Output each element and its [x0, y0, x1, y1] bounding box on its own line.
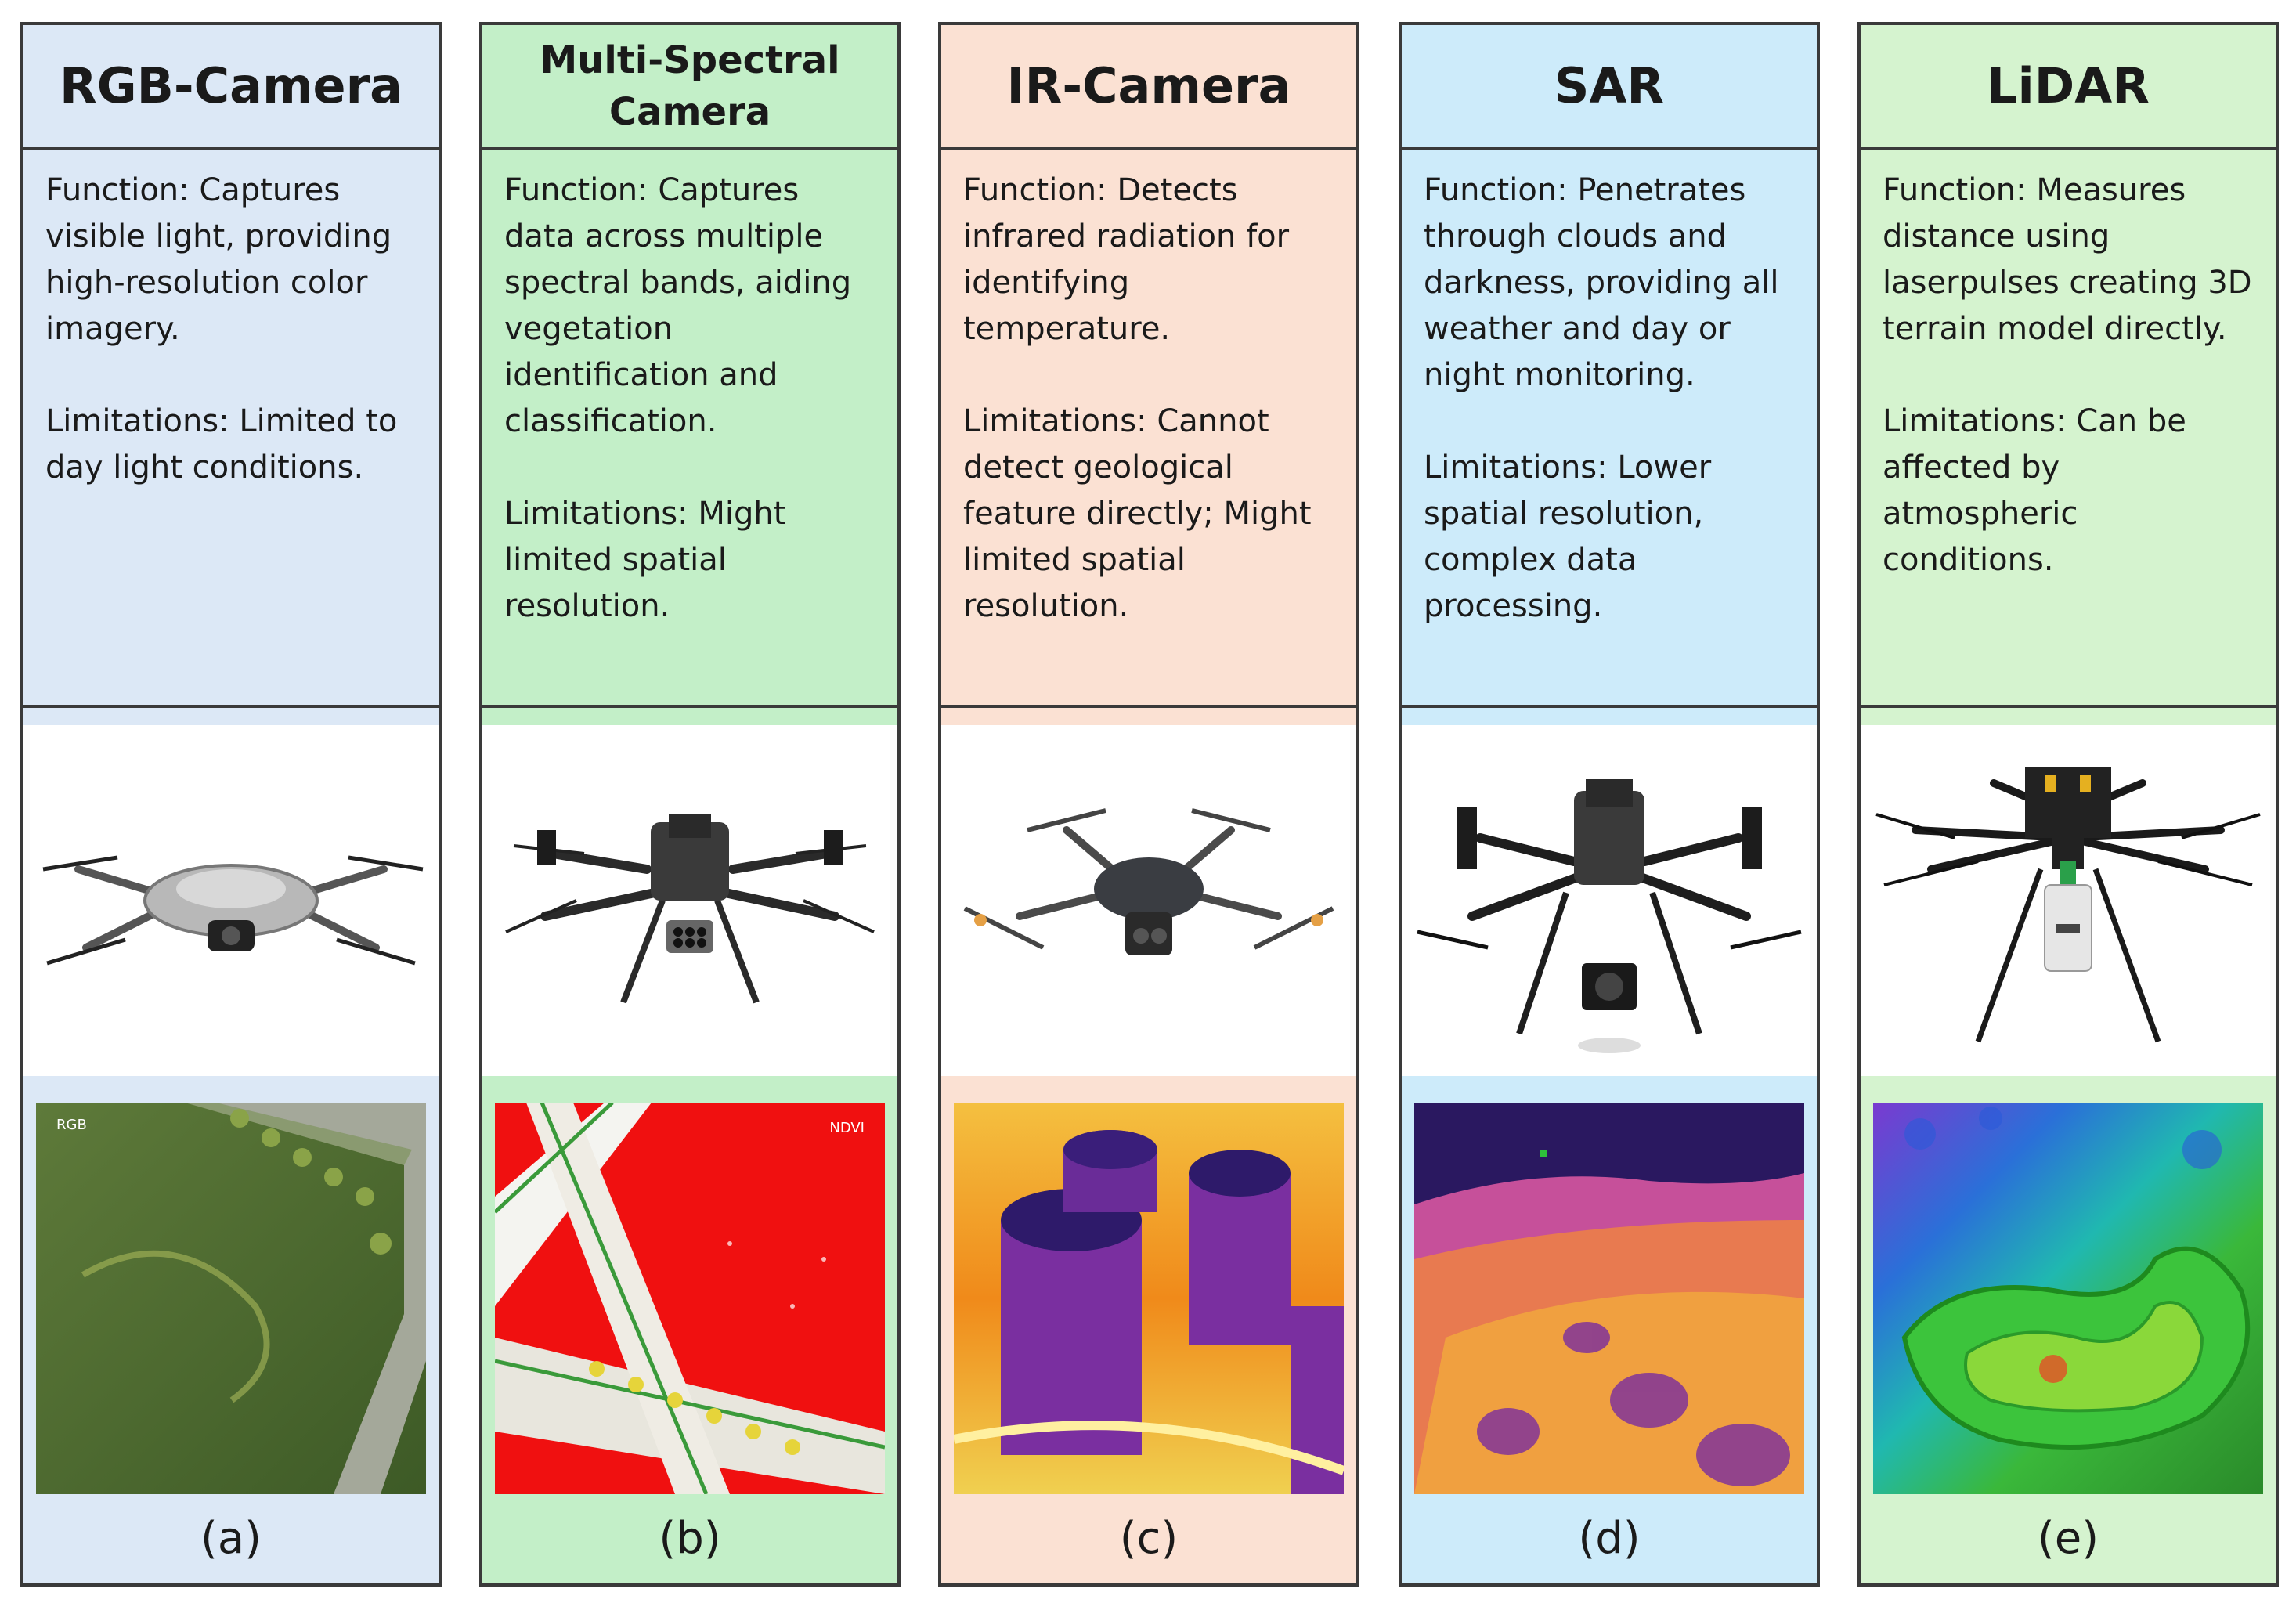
caption-label: (a) — [200, 1513, 262, 1564]
limitations-text: Limitations: Cannot detect geological fe… — [963, 403, 1312, 624]
column-header: Multi-Spectral Camera — [482, 25, 897, 150]
column-description: Function: Measures distance using laserp… — [1861, 150, 2276, 708]
function-text: Function: Measures distance using laserp… — [1883, 172, 2252, 347]
sar-terrain-photo — [1414, 1103, 1804, 1494]
column-header: IR-Camera — [941, 25, 1356, 150]
photo-label: NDVI — [829, 1120, 865, 1136]
function-text: Function: Detects infrared radiation for… — [963, 172, 1290, 347]
column-title: SAR — [1554, 56, 1665, 114]
ndvi-map-photo: NDVI — [495, 1103, 885, 1494]
column-title: LiDAR — [1987, 56, 2150, 114]
drone-image — [23, 725, 439, 1076]
column-title: IR-Camera — [1006, 56, 1291, 114]
limitations-text: Limitations: Limited to day light condit… — [45, 403, 398, 486]
quadcopter-icon — [42, 855, 424, 966]
drone-image — [482, 725, 897, 1076]
lidar-terrain-photo — [1873, 1103, 2263, 1494]
column-description: Function: Captures visible light, provid… — [23, 150, 439, 708]
drone-image — [1861, 725, 2276, 1076]
column-header: RGB-Camera — [23, 25, 439, 150]
column-title: Multi-Spectral Camera — [540, 38, 840, 134]
function-text: Function: Captures data across multiple … — [504, 172, 852, 439]
limitations-text: Limitations: Lower spatial resolution, c… — [1424, 449, 1712, 624]
quadcopter-icon — [963, 808, 1334, 955]
column-rgb-camera: RGB-Camera Function: Captures visible li… — [20, 22, 442, 1587]
column-description: Function: Penetrates through clouds and … — [1402, 150, 1817, 708]
column-description: Function: Captures data across multiple … — [482, 150, 897, 708]
quadcopter-icon — [505, 814, 875, 1004]
limitations-text: Limitations: Might limited spatial resol… — [504, 496, 786, 624]
caption-label: (d) — [1578, 1513, 1641, 1564]
limitations-text: Limitations: Can be affected by atmosphe… — [1883, 403, 2186, 578]
column-header: SAR — [1402, 25, 1817, 150]
column-sar: SAR Function: Penetrates through clouds … — [1399, 22, 1820, 1587]
hexacopter-icon — [1875, 767, 2261, 1043]
column-ir-camera: IR-Camera Function: Detects infrared rad… — [938, 22, 1359, 1587]
caption-label: (c) — [1119, 1513, 1179, 1564]
column-header: LiDAR — [1861, 25, 2276, 150]
drone-image — [941, 725, 1356, 1076]
column-multispectral-camera: Multi-Spectral Camera Function: Captures… — [479, 22, 901, 1587]
thermal-tanks-photo — [954, 1103, 1344, 1494]
column-lidar: LiDAR Function: Measures distance using … — [1857, 22, 2279, 1587]
function-text: Function: Penetrates through clouds and … — [1424, 172, 1779, 393]
quadcopter-icon — [1417, 779, 1802, 1053]
drone-image — [1402, 725, 1817, 1076]
photo-label: RGB — [56, 1117, 87, 1133]
caption-label: (b) — [659, 1513, 721, 1564]
caption-label: (e) — [2037, 1513, 2099, 1564]
rgb-field-photo: RGB — [36, 1103, 426, 1494]
column-description: Function: Detects infrared radiation for… — [941, 150, 1356, 708]
function-text: Function: Captures visible light, provid… — [45, 172, 392, 347]
column-title: RGB-Camera — [59, 56, 403, 114]
